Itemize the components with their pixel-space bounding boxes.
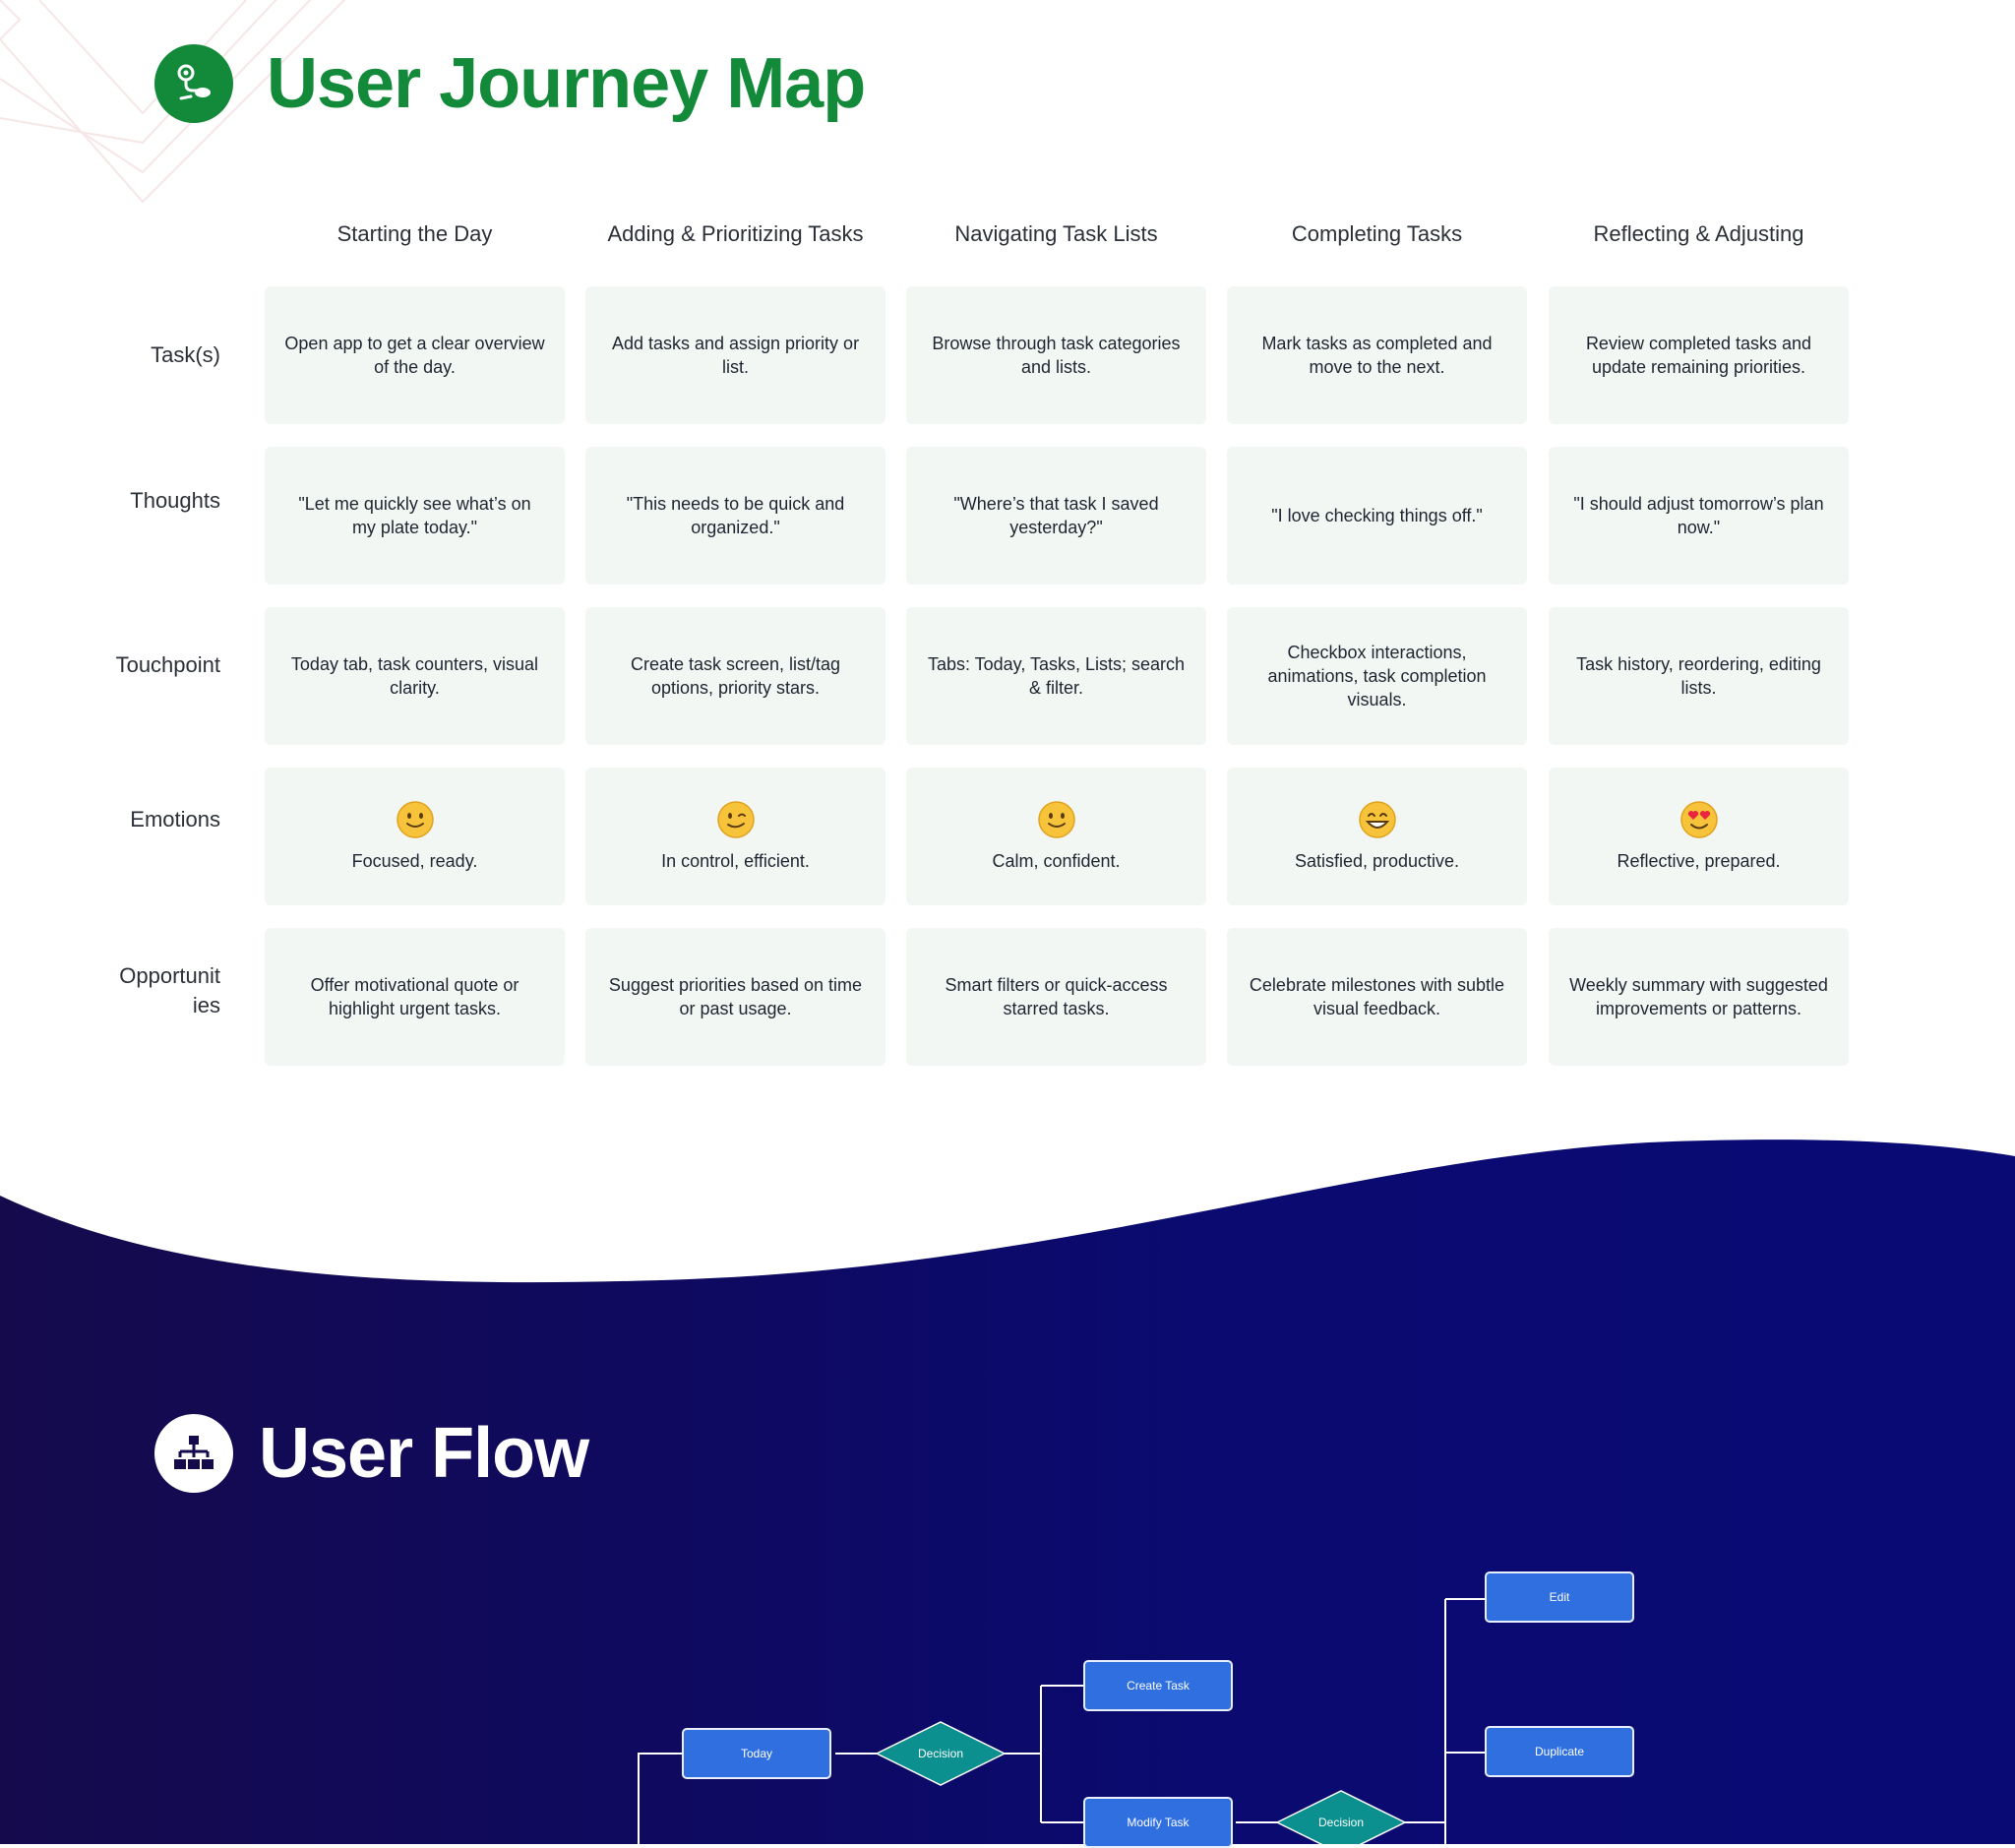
row-label-touchpoint: Touchpoint <box>115 652 220 677</box>
row-label-emotions: Emotions <box>130 807 220 832</box>
section-title: User Flow <box>259 1414 589 1493</box>
journey-cell: Browse through task categories and lists… <box>906 286 1206 424</box>
journey-cell: "Where’s that task I saved yesterday?" <box>906 447 1206 585</box>
journey-cell: Checkbox interactions, animations, task … <box>1227 607 1527 745</box>
stage-header: Completing Tasks <box>1291 221 1463 246</box>
emotion-label: In control, efficient. <box>661 851 810 871</box>
journey-cell: "I love checking things off." <box>1227 447 1527 585</box>
flow-node-modify-task: Modify Task <box>1083 1797 1233 1848</box>
row-label-tasks: Task(s) <box>151 342 220 367</box>
slight-smile-emoji-icon <box>396 801 434 838</box>
journey-cell: "Let me quickly see what’s on my plate t… <box>265 447 565 585</box>
journey-cell: Offer motivational quote or highlight ur… <box>265 928 565 1066</box>
journey-cell: "I should adjust tomorrow’s plan now." <box>1549 447 1849 585</box>
journey-cell: Smart filters or quick-access starred ta… <box>906 928 1206 1066</box>
journey-cell: Weekly summary with suggested improvemen… <box>1549 928 1849 1066</box>
journey-cell: Today tab, task counters, visual clarity… <box>265 607 565 745</box>
slight-smile-emoji-icon <box>1037 801 1075 838</box>
grin-emoji-icon <box>1358 801 1396 838</box>
journey-cell: Review completed tasks and update remain… <box>1549 286 1849 424</box>
journey-cell-emotion: Reflective, prepared. <box>1549 768 1849 905</box>
journey-cell: Create task screen, list/tag options, pr… <box>585 607 885 745</box>
page-title: User Journey Map <box>267 44 866 123</box>
flow-node-create-task: Create Task <box>1083 1660 1233 1711</box>
route-map-icon <box>154 44 233 123</box>
user-flow-header: User Flow <box>154 1413 589 1494</box>
journey-cell-emotion: Focused, ready. <box>265 768 565 905</box>
emotion-label: Calm, confident. <box>992 851 1121 871</box>
flow-node-duplicate: Duplicate <box>1485 1726 1634 1777</box>
journey-header: User Journey Map <box>154 43 866 124</box>
journey-cell: Open app to get a clear overview of the … <box>265 286 565 424</box>
decision-diamond <box>875 1721 1007 1786</box>
decision-label: Decision <box>917 1747 964 1760</box>
flow-node-today: Today <box>682 1728 831 1779</box>
emotion-label: Focused, ready. <box>351 851 478 871</box>
stage-header: Navigating Task Lists <box>954 221 1158 246</box>
journey-cell: Tabs: Today, Tasks, Lists; search & filt… <box>906 607 1206 745</box>
wink-emoji-icon <box>716 801 755 838</box>
row-label-thoughts: Thoughts <box>130 488 220 513</box>
decision-label: Decision <box>1317 1816 1365 1829</box>
sitemap-icon <box>154 1414 233 1493</box>
journey-cell-emotion: Calm, confident. <box>906 768 1206 905</box>
journey-cell: Mark tasks as completed and move to the … <box>1227 286 1527 424</box>
decorative-corner-pattern <box>0 0 346 204</box>
decision-diamond <box>1275 1790 1407 1844</box>
user-flow-background <box>0 1140 2015 1844</box>
journey-cell-emotion: Satisfied, productive. <box>1227 768 1527 905</box>
emotion-label: Satisfied, productive. <box>1294 851 1460 871</box>
journey-cell: Add tasks and assign priority or list. <box>585 286 885 424</box>
row-label-opportunities: Opportunit ies <box>119 963 220 1017</box>
stage-header: Adding & Prioritizing Tasks <box>607 221 864 246</box>
emotion-label: Reflective, prepared. <box>1617 851 1781 871</box>
stage-header: Starting the Day <box>336 221 493 246</box>
flow-node-edit: Edit <box>1485 1571 1634 1623</box>
journey-cell: Task history, reordering, editing lists. <box>1549 607 1849 745</box>
journey-cell: "This needs to be quick and organized." <box>585 447 885 585</box>
journey-cell-emotion: In control, efficient. <box>585 768 885 905</box>
stage-header: Reflecting & Adjusting <box>1593 221 1804 246</box>
heart-eyes-emoji-icon <box>1679 801 1718 838</box>
journey-cell: Celebrate milestones with subtle visual … <box>1227 928 1527 1066</box>
journey-cell: Suggest priorities based on time or past… <box>585 928 885 1066</box>
